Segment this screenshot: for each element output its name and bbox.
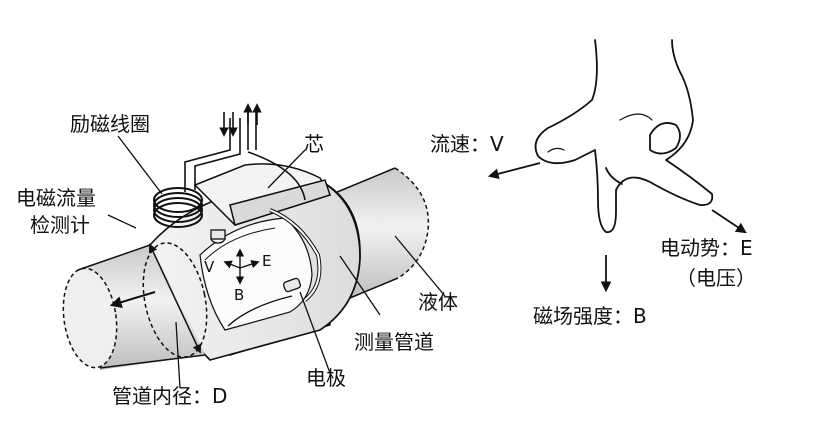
pipe-inner-diameter-label: 管道内径：D xyxy=(112,384,228,408)
electrode-bottom xyxy=(282,277,302,293)
wire-arrows xyxy=(219,103,262,137)
electrode-label: 电极 xyxy=(306,366,346,390)
veb-axes xyxy=(223,248,260,285)
flowmeter-label-line2: 检测计 xyxy=(30,213,90,237)
flow-arrow xyxy=(109,291,156,308)
meter-body xyxy=(149,177,361,361)
axis-e-label: E xyxy=(262,252,272,270)
voltage-label: （电压） xyxy=(676,266,756,290)
hand-arrows xyxy=(487,162,747,293)
axis-v-label: V xyxy=(204,258,215,276)
diameter-arrow xyxy=(148,243,202,354)
leader-lines xyxy=(107,135,446,389)
emf-label: 电动势：E xyxy=(660,236,753,260)
magnetic-field-label: 磁场强度：B xyxy=(533,304,647,328)
liquid-label: 液体 xyxy=(418,290,458,314)
electrode-top xyxy=(210,229,226,244)
magnetic-core xyxy=(193,163,332,302)
excitation-coil xyxy=(153,187,203,228)
measuring-pipe-label: 测量管道 xyxy=(354,330,434,354)
excitation-coil-label: 励磁线圈 xyxy=(70,112,150,136)
flow-velocity-label: 流速：V xyxy=(430,132,504,156)
flowmeter-label-line1: 电磁流量 xyxy=(16,186,96,210)
axis-b-label: B xyxy=(234,286,245,304)
hand-illustration xyxy=(534,39,714,234)
core-label: 芯 xyxy=(304,132,324,156)
